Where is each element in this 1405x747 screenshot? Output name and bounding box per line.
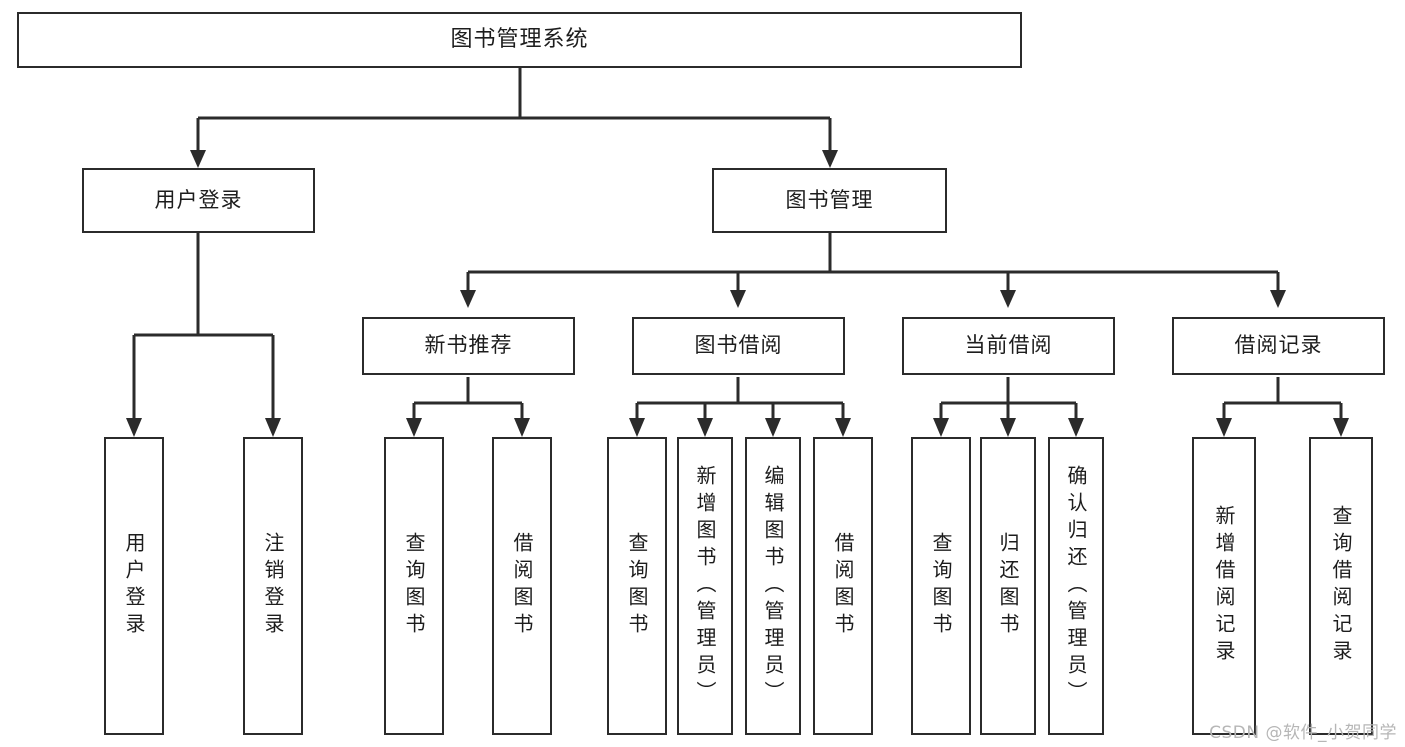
node-borrow-records[interactable]: 借阅记录 [1172, 317, 1385, 375]
node-leaf-logout[interactable]: 注销登录 [243, 437, 303, 735]
node-leaf-add-borrow-record-label: 新增借阅记录 [1212, 505, 1236, 667]
node-current-borrow-label: 当前借阅 [964, 333, 1053, 358]
node-book-management-label: 图书管理 [785, 187, 874, 212]
node-current-borrow[interactable]: 当前借阅 [902, 317, 1115, 375]
node-leaf-logout-label: 注销登录 [261, 532, 285, 640]
node-leaf-user-login-label: 用户登录 [122, 532, 146, 640]
arrow-leaf7 [765, 418, 781, 437]
arrow-leaf13 [1333, 418, 1349, 437]
node-leaf-confirm-return-admin-label: 确认归还（管理员） [1064, 464, 1088, 708]
csdn-watermark: CSDN @软件_小贺同学 [1209, 723, 1397, 743]
node-borrow-records-label: 借阅记录 [1234, 333, 1323, 358]
node-leaf-edit-book-admin-label: 编辑图书（管理员） [761, 464, 785, 708]
node-root-label: 图书管理系统 [450, 26, 589, 52]
node-leaf-return-book[interactable]: 归还图书 [980, 437, 1036, 735]
node-leaf-query-book-3[interactable]: 查询图书 [911, 437, 971, 735]
node-leaf-borrow-book-2[interactable]: 借阅图书 [813, 437, 873, 735]
node-book-borrow[interactable]: 图书借阅 [632, 317, 845, 375]
node-leaf-add-book-admin-label: 新增图书（管理员） [693, 464, 717, 708]
arrow-login [190, 150, 206, 168]
node-login[interactable]: 用户登录 [82, 168, 315, 233]
node-leaf-query-book-2[interactable]: 查询图书 [607, 437, 667, 735]
node-leaf-user-login[interactable]: 用户登录 [104, 437, 164, 735]
arrow-leaf9 [933, 418, 949, 437]
arrow-leaf10 [1000, 418, 1016, 437]
node-leaf-add-borrow-record[interactable]: 新增借阅记录 [1192, 437, 1256, 735]
node-leaf-borrow-book-1[interactable]: 借阅图书 [492, 437, 552, 735]
node-root[interactable]: 图书管理系统 [17, 12, 1022, 68]
arrow-leaf8 [835, 418, 851, 437]
node-new-book-recommend[interactable]: 新书推荐 [362, 317, 575, 375]
node-new-book-recommend-label: 新书推荐 [424, 333, 513, 358]
arrow-current [1000, 290, 1016, 308]
arrow-leaf3 [406, 418, 422, 437]
node-leaf-query-book-3-label: 查询图书 [929, 532, 953, 640]
node-leaf-query-book-1-label: 查询图书 [402, 532, 426, 640]
arrow-leaf1 [126, 418, 142, 437]
node-leaf-query-book-1[interactable]: 查询图书 [384, 437, 444, 735]
node-leaf-add-book-admin[interactable]: 新增图书（管理员） [677, 437, 733, 735]
node-leaf-confirm-return-admin[interactable]: 确认归还（管理员） [1048, 437, 1104, 735]
node-login-label: 用户登录 [154, 187, 243, 212]
arrow-leaf4 [514, 418, 530, 437]
arrow-leaf6 [697, 418, 713, 437]
node-leaf-borrow-book-2-label: 借阅图书 [831, 532, 855, 640]
arrow-records [1270, 290, 1286, 308]
node-leaf-return-book-label: 归还图书 [996, 532, 1020, 640]
arrow-newbook [460, 290, 476, 308]
arrow-borrow [730, 290, 746, 308]
node-leaf-edit-book-admin[interactable]: 编辑图书（管理员） [745, 437, 801, 735]
arrow-leaf2 [265, 418, 281, 437]
arrow-leaf11 [1068, 418, 1084, 437]
arrow-leaf12 [1216, 418, 1232, 437]
arrow-leaf5 [629, 418, 645, 437]
node-leaf-query-borrow-record-label: 查询借阅记录 [1329, 505, 1353, 667]
node-leaf-query-borrow-record[interactable]: 查询借阅记录 [1309, 437, 1373, 735]
arrow-bookmgmt [822, 150, 838, 168]
node-leaf-borrow-book-1-label: 借阅图书 [510, 532, 534, 640]
node-book-borrow-label: 图书借阅 [694, 333, 783, 358]
node-leaf-query-book-2-label: 查询图书 [625, 532, 649, 640]
node-book-management[interactable]: 图书管理 [712, 168, 947, 233]
